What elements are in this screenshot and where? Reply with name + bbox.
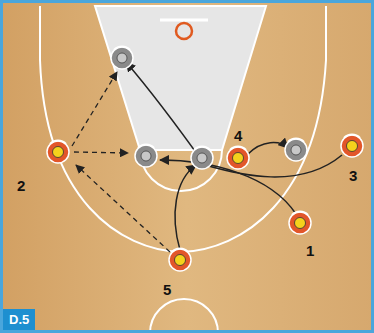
player-number: 1	[306, 243, 314, 258]
player-number: 5	[163, 282, 171, 297]
player-number: 2	[17, 178, 25, 193]
player-number: 3	[349, 168, 357, 183]
figure-tag: D.5	[3, 309, 35, 330]
player-number: 4	[234, 128, 242, 143]
